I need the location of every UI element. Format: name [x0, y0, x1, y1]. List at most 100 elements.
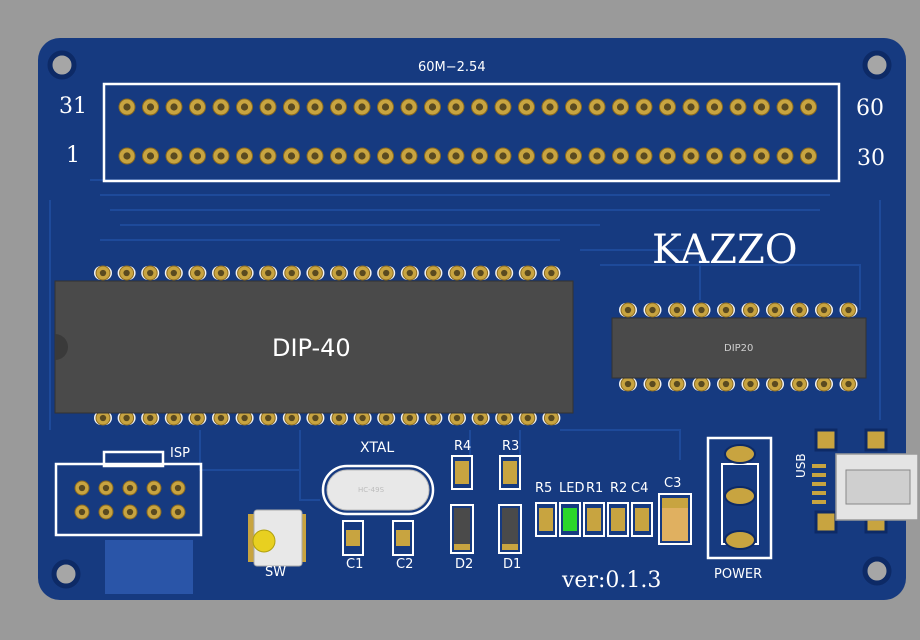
header-pin-hole	[781, 152, 789, 160]
header-pin-hole	[546, 152, 554, 160]
header-pin-hole	[311, 103, 319, 111]
header-pin-hole	[804, 103, 813, 111]
c1-label: C1	[346, 557, 364, 572]
header-pin-hole	[170, 152, 178, 160]
pin-label-1: 1	[66, 143, 80, 168]
dip40-pin-hole	[477, 269, 484, 277]
c2-label: C2	[396, 557, 414, 572]
dip40-chip	[54, 280, 574, 414]
dip20-label: DIP20	[724, 343, 754, 354]
d1-label: D1	[503, 557, 522, 572]
dip20-chip	[611, 317, 867, 379]
dip20-pin-hole	[771, 380, 779, 388]
header-pin-hole	[687, 152, 695, 160]
dip40-pin-hole	[335, 414, 343, 422]
header-pin-hole	[522, 103, 531, 111]
header-pin-hole	[569, 103, 578, 111]
dip40-pin-hole	[383, 414, 390, 422]
header-pin-hole	[616, 103, 625, 111]
isp-key	[102, 450, 165, 468]
led	[559, 502, 581, 537]
dip40-pin-hole	[501, 269, 508, 277]
dip40-label: DIP-40	[272, 334, 351, 362]
header-pin-hole	[381, 103, 390, 111]
header-pin-hole	[240, 152, 249, 160]
dip40-pin-hole	[312, 414, 319, 422]
header-pin-hole	[193, 103, 202, 111]
resistor-r4	[451, 455, 473, 490]
crystal-xtal	[321, 464, 435, 516]
header-pin-hole	[452, 103, 460, 111]
dip20-pin-hole	[845, 306, 852, 314]
header-pin-hole	[264, 103, 272, 111]
header-pin-hole	[381, 152, 390, 160]
header-pin-hole	[334, 103, 343, 111]
header-pin-hole	[264, 152, 272, 160]
dip40-pin-hole	[501, 414, 508, 422]
diode-d2	[450, 504, 474, 554]
dip40-pin-hole	[217, 414, 225, 422]
isp-pin-hole	[174, 484, 182, 492]
cap-c2	[392, 520, 414, 556]
dip40-pin-hole	[524, 269, 531, 277]
header-pin-hole	[640, 103, 648, 111]
dip20-pin-hole	[649, 380, 656, 388]
version-label: ver:0.1.3	[562, 568, 662, 593]
dip40-pin-hole	[335, 269, 343, 277]
dip40-pin-hole	[524, 414, 531, 422]
header-pin-hole	[522, 152, 531, 160]
dip40-pin-hole	[430, 269, 437, 277]
header-pin-hole	[428, 103, 437, 111]
dip20-pin-hole	[698, 380, 705, 388]
dip20-pin-hole	[722, 306, 730, 314]
dip40-notch	[55, 334, 68, 360]
header-pin-hole	[710, 152, 719, 160]
header-connector-label: 60M−2.54	[418, 60, 486, 75]
dip40-pin-hole	[241, 414, 248, 422]
xtal-marking: HC-49S	[358, 486, 385, 494]
header-pin-hole	[217, 152, 225, 160]
dip40-pin-hole	[548, 414, 555, 422]
header-pin-hole	[358, 152, 366, 160]
dip40-pin-hole	[99, 414, 107, 422]
header-pin-hole	[734, 103, 742, 111]
led-label: LED	[559, 481, 585, 496]
dip40-pin-hole	[194, 269, 201, 277]
header-pin-hole	[734, 152, 742, 160]
header-pin-hole	[593, 103, 601, 111]
isp-pin-hole	[150, 508, 158, 516]
r3-label: R3	[502, 439, 520, 454]
header-pin-hole	[475, 103, 484, 111]
header-pin-hole	[193, 152, 202, 160]
dip20-pin-hole	[673, 380, 681, 388]
dip40-pin-hole	[147, 269, 154, 277]
r4-label: R4	[454, 439, 472, 454]
c3-label: C3	[664, 476, 682, 491]
dip20-pin-hole	[624, 380, 632, 388]
dip40-pin-hole	[265, 269, 272, 277]
header-pin-hole	[757, 103, 766, 111]
dip20-pin-hole	[845, 380, 852, 388]
r1-label: R1	[586, 481, 604, 496]
header-pin-hole	[287, 103, 296, 111]
dip40-pins	[94, 265, 561, 426]
dip20-pin-hole	[820, 306, 828, 314]
isp-pins	[74, 480, 186, 520]
dip40-pin-hole	[453, 269, 461, 277]
sw-label: SW	[265, 565, 287, 580]
dip40-pin-hole	[170, 414, 177, 422]
header-pin-hole	[687, 103, 695, 111]
header-pin-hole	[710, 103, 719, 111]
switch-sw	[248, 509, 306, 567]
header-pin-hole	[452, 152, 460, 160]
dip40-pin-hole	[406, 269, 413, 277]
d2-label: D2	[455, 557, 474, 572]
isp-pin-hole	[126, 484, 134, 492]
header-pin-hole	[240, 103, 249, 111]
dip40-pin-hole	[359, 414, 366, 422]
r5-label: R5	[535, 481, 553, 496]
resistor-r3	[499, 455, 521, 490]
dip40-pin-hole	[265, 414, 272, 422]
isp-pin-hole	[126, 508, 134, 516]
